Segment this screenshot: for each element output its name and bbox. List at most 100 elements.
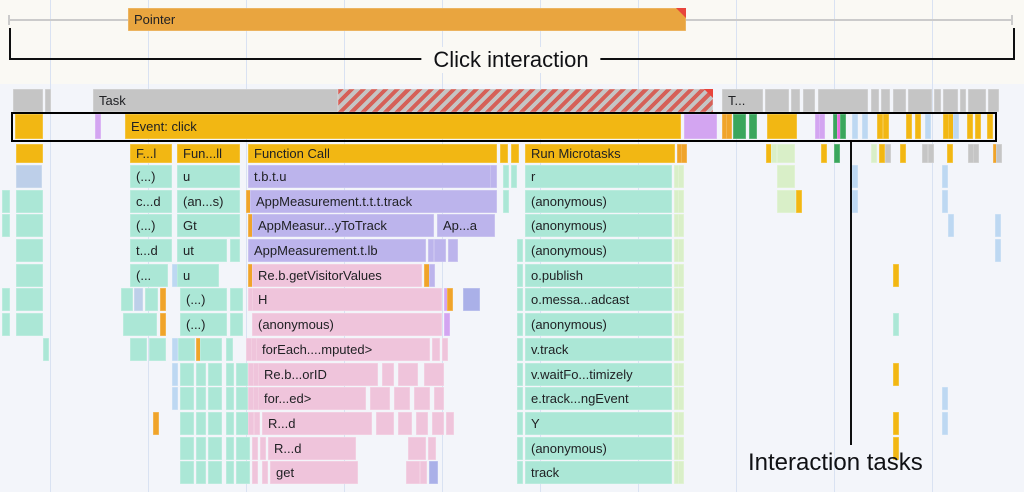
flame-block[interactable] bbox=[678, 387, 684, 410]
flame-block[interactable]: v.track bbox=[525, 338, 672, 361]
flame-block[interactable] bbox=[879, 144, 885, 163]
flame-block[interactable] bbox=[678, 239, 684, 262]
flame-block[interactable] bbox=[180, 387, 194, 410]
flame-block[interactable] bbox=[953, 114, 959, 139]
flame-block[interactable]: track bbox=[525, 461, 672, 484]
flame-block[interactable] bbox=[416, 412, 428, 435]
flame-block[interactable] bbox=[674, 387, 680, 410]
flame-block[interactable] bbox=[765, 89, 789, 112]
flame-block[interactable] bbox=[517, 288, 523, 311]
flame-block[interactable] bbox=[503, 165, 509, 188]
flame-block[interactable] bbox=[196, 437, 206, 460]
flame-block[interactable] bbox=[252, 461, 258, 484]
task-bar[interactable]: Task bbox=[93, 89, 338, 112]
flame-block[interactable] bbox=[678, 214, 684, 237]
flame-block[interactable] bbox=[226, 461, 234, 484]
flame-block[interactable] bbox=[196, 387, 206, 410]
flame-block[interactable] bbox=[987, 114, 993, 139]
flame-block[interactable] bbox=[996, 144, 1002, 163]
flame-block[interactable] bbox=[13, 89, 43, 112]
flame-block[interactable] bbox=[428, 437, 436, 460]
flame-block[interactable] bbox=[678, 412, 684, 435]
flame-block[interactable] bbox=[967, 114, 973, 139]
flame-block[interactable]: (...) bbox=[130, 214, 172, 237]
flame-block[interactable] bbox=[674, 214, 680, 237]
flame-block[interactable] bbox=[796, 190, 802, 213]
flame-block[interactable]: forEach....mputed> bbox=[256, 338, 430, 361]
flame-block[interactable] bbox=[196, 461, 206, 484]
flame-block[interactable]: (anonymous) bbox=[525, 239, 672, 262]
flame-block[interactable] bbox=[852, 114, 858, 139]
task-overflow-bar[interactable]: T... bbox=[722, 89, 763, 112]
flame-block[interactable] bbox=[448, 239, 458, 262]
flame-block[interactable] bbox=[447, 288, 453, 311]
flame-block[interactable] bbox=[420, 461, 427, 484]
flame-block[interactable] bbox=[674, 165, 680, 188]
flame-block[interactable]: R...d bbox=[268, 437, 356, 460]
flame-block[interactable] bbox=[376, 412, 394, 435]
flame-block[interactable] bbox=[942, 190, 948, 213]
flame-block[interactable]: ut bbox=[177, 239, 227, 262]
flame-block[interactable] bbox=[382, 363, 394, 386]
flame-block[interactable]: (...) bbox=[130, 165, 172, 188]
flame-block[interactable] bbox=[254, 412, 260, 435]
flame-block[interactable] bbox=[2, 214, 10, 237]
task-long-running-stripes[interactable] bbox=[338, 89, 713, 112]
flame-block[interactable] bbox=[722, 114, 728, 139]
flame-block[interactable] bbox=[208, 437, 222, 460]
flame-block[interactable] bbox=[248, 264, 254, 287]
flame-block[interactable]: u bbox=[177, 264, 219, 287]
flame-block[interactable] bbox=[160, 313, 166, 336]
function-call-bar[interactable]: Function Call bbox=[248, 144, 497, 163]
flame-block[interactable]: (an...s) bbox=[177, 190, 240, 213]
flame-block[interactable] bbox=[674, 239, 680, 262]
flame-block[interactable] bbox=[517, 387, 523, 410]
flame-block[interactable] bbox=[791, 89, 800, 112]
flame-block[interactable] bbox=[490, 165, 497, 188]
flame-block[interactable]: (...) bbox=[180, 313, 227, 336]
flame-block[interactable] bbox=[180, 363, 194, 386]
flame-block[interactable] bbox=[678, 338, 684, 361]
flame-block[interactable] bbox=[684, 114, 717, 139]
flame-block[interactable] bbox=[840, 114, 846, 139]
flame-block[interactable] bbox=[803, 89, 815, 112]
flame-block[interactable]: Re.b...orID bbox=[258, 363, 378, 386]
flame-block[interactable] bbox=[226, 437, 234, 460]
flame-block[interactable] bbox=[248, 387, 254, 410]
flame-block[interactable] bbox=[424, 264, 430, 287]
flame-block[interactable]: Gt bbox=[177, 214, 240, 237]
flame-block[interactable] bbox=[414, 387, 430, 410]
flame-block[interactable]: (anonymous) bbox=[252, 313, 442, 336]
flame-block[interactable] bbox=[818, 89, 868, 112]
flame-block[interactable]: H bbox=[252, 288, 442, 311]
flame-block[interactable] bbox=[777, 144, 795, 163]
flame-block[interactable] bbox=[134, 288, 143, 311]
flame-block[interactable] bbox=[674, 363, 680, 386]
flame-block[interactable] bbox=[180, 412, 194, 435]
flame-block[interactable] bbox=[517, 461, 523, 484]
flame-block[interactable] bbox=[434, 387, 444, 410]
flame-block[interactable]: for...ed> bbox=[258, 387, 366, 410]
flame-block[interactable]: u bbox=[177, 165, 240, 188]
flame-block[interactable] bbox=[208, 461, 222, 484]
flame-block[interactable] bbox=[968, 89, 986, 112]
flame-block[interactable] bbox=[196, 412, 206, 435]
flame-block[interactable] bbox=[988, 89, 999, 112]
flame-block[interactable] bbox=[95, 114, 101, 139]
flame-block[interactable] bbox=[674, 338, 680, 361]
flame-block[interactable] bbox=[733, 114, 746, 139]
flame-block[interactable] bbox=[16, 165, 42, 188]
flame-block[interactable] bbox=[180, 437, 194, 460]
flame-block[interactable] bbox=[45, 89, 51, 112]
flame-block[interactable] bbox=[230, 239, 240, 262]
flame-block[interactable] bbox=[934, 89, 941, 112]
flame-block[interactable] bbox=[153, 412, 159, 435]
flame-block[interactable] bbox=[444, 313, 450, 336]
flame-block[interactable] bbox=[121, 288, 133, 311]
flame-block[interactable] bbox=[922, 144, 928, 163]
flame-block[interactable] bbox=[674, 264, 680, 287]
flame-block[interactable] bbox=[943, 89, 958, 112]
flame-block[interactable] bbox=[678, 264, 684, 287]
flame-block[interactable] bbox=[893, 313, 899, 336]
flame-block[interactable] bbox=[517, 313, 523, 336]
